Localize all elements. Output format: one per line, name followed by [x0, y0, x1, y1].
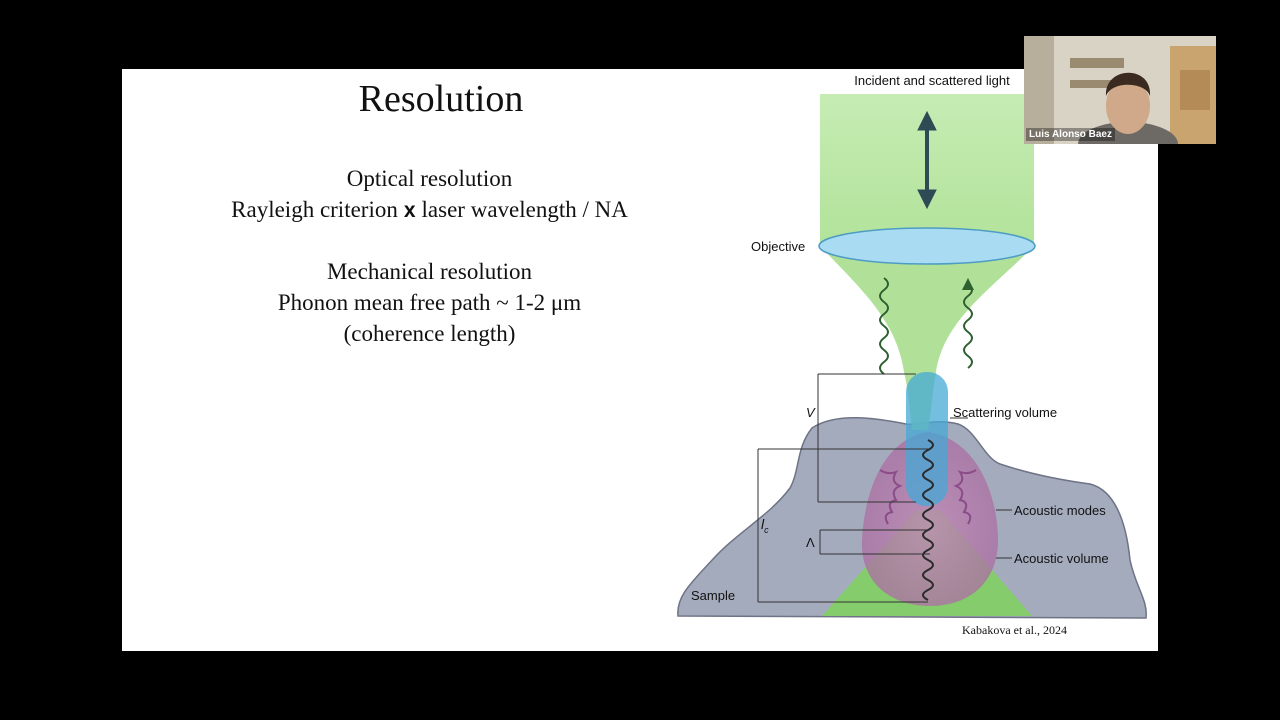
- scattered-wave: [963, 283, 973, 369]
- wavelength-na-text: laser wavelength / NA: [421, 197, 628, 222]
- label-sample: Sample: [691, 588, 735, 603]
- dimension-markers: [757, 373, 1012, 603]
- presentation-slide: Resolution Optical resolution Rayleigh c…: [122, 69, 1158, 651]
- acoustic-volume: [861, 432, 998, 606]
- acoustic-mode-right: [953, 469, 977, 525]
- wave-arrow-icon: [962, 278, 974, 290]
- mechanical-resolution-formula: Phonon mean free path ~ 1-2 μm: [277, 290, 582, 315]
- acoustic-wave: [922, 439, 934, 601]
- label-scattering-volume: Scattering volume: [953, 405, 1057, 420]
- participant-video-tile[interactable]: Luis Alonso Baez: [1024, 36, 1216, 144]
- label-v: V: [806, 405, 816, 420]
- brillouin-scattering-figure: Incident and scattered light Objective S…: [677, 73, 1147, 619]
- scattering-volume: [906, 372, 948, 506]
- label-acoustic-modes: Acoustic modes: [1014, 503, 1106, 518]
- acoustic-mode-left: [879, 469, 903, 525]
- label-lambda: Λ: [806, 535, 815, 550]
- multiply-operator: x: [403, 199, 416, 222]
- objective-lens: [818, 227, 1036, 265]
- double-arrow-icon: [917, 110, 937, 210]
- label-acoustic-volume: Acoustic volume: [1014, 551, 1109, 566]
- focused-light-cone: [820, 246, 1034, 430]
- coherence-length-note: (coherence length): [343, 321, 516, 346]
- label-objective: Objective: [751, 239, 805, 254]
- label-lc: lc: [761, 516, 769, 535]
- slide-title: Resolution: [358, 78, 524, 120]
- optical-resolution-heading: Optical resolution: [346, 166, 513, 191]
- label-incident-light: Incident and scattered light: [854, 73, 1010, 88]
- participant-name: Luis Alonso Baez: [1026, 128, 1115, 141]
- incident-wave: [879, 277, 889, 375]
- participant-video-feed: [1024, 36, 1216, 144]
- rayleigh-criterion-text: Rayleigh criterion: [231, 197, 398, 222]
- mechanical-resolution-heading: Mechanical resolution: [326, 259, 532, 284]
- figure-citation: Kabakova et al., 2024: [962, 623, 1067, 637]
